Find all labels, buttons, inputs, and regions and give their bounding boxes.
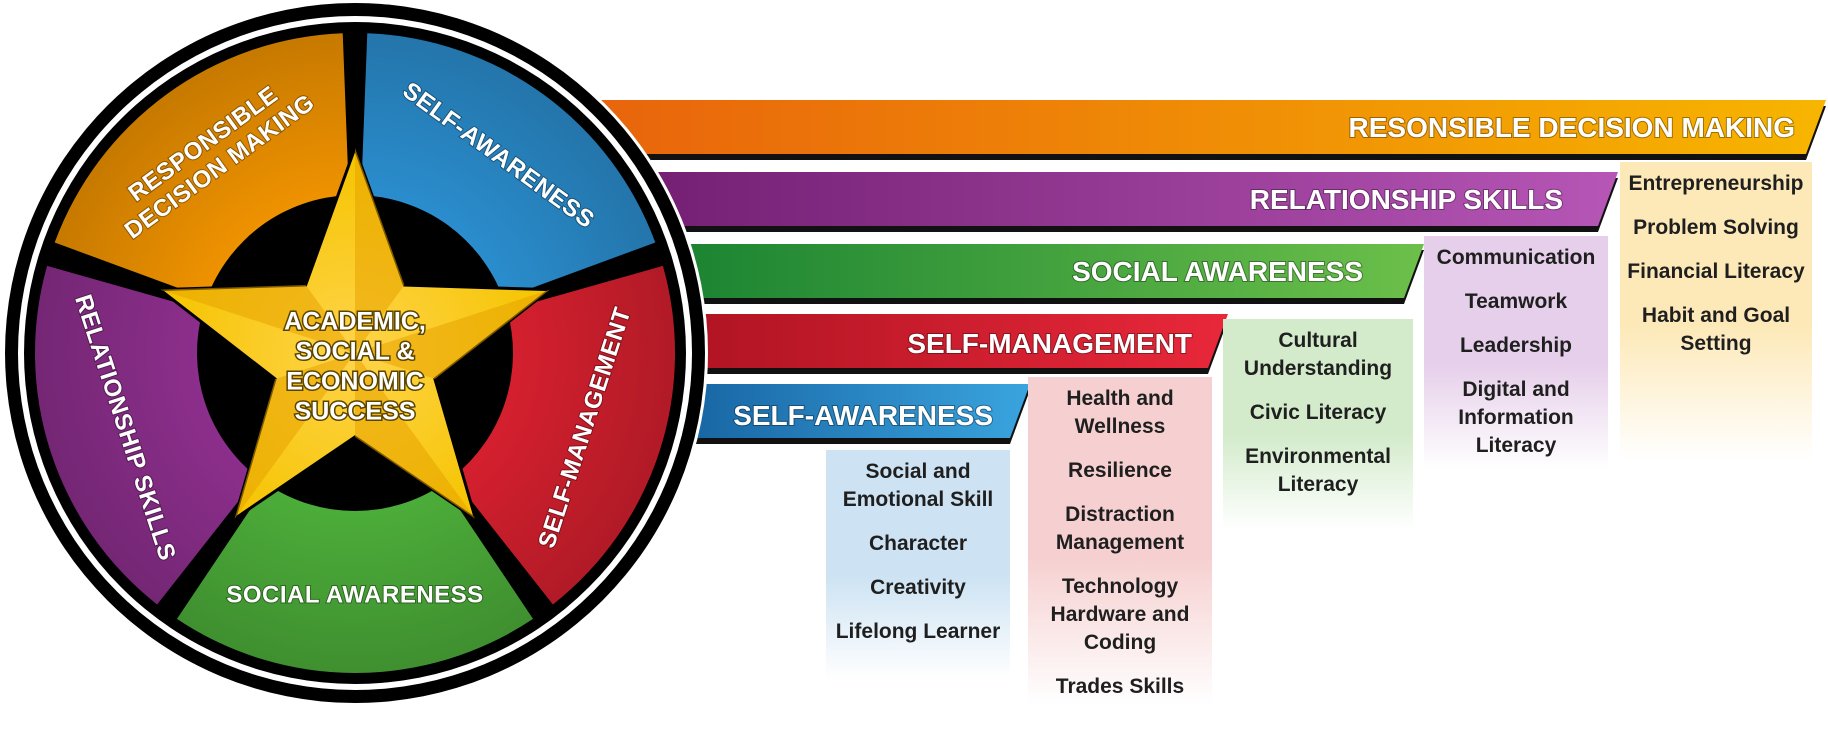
skill-item: Health and Wellness [1066, 387, 1174, 438]
segment-shape [54, 33, 349, 299]
star-facet [355, 289, 550, 379]
band-relationship-skills: RELATIONSHIP SKILLS [560, 172, 1618, 232]
skill-item: Social and Emotional Skill [842, 460, 994, 511]
wheel-segment-social-awareness: SOCIAL AWARENESS [176, 484, 534, 674]
band-self-management: SELF-MANAGEMENT [560, 314, 1228, 374]
center-label-line: ECONOMIC [286, 368, 424, 396]
center-label-line: ACADEMIC, [284, 308, 426, 336]
wheel-segment-self-management: SELF-MANAGEMENT [452, 265, 675, 605]
segment-shape [452, 265, 675, 605]
skill-item: Habit and Goal Setting [1641, 304, 1791, 355]
band-bar [560, 314, 1228, 368]
skill-item: Technology Hardware and Coding [1050, 575, 1190, 654]
band-social-awareness: SOCIAL AWARENESS [560, 244, 1424, 304]
segment-shape [35, 265, 258, 605]
band-label: SOCIAL AWARENESS [1072, 256, 1363, 287]
skill-item: Trades Skills [1055, 675, 1185, 698]
skill-item: Lifelong Learner [835, 620, 1001, 643]
skill-item: Financial Literacy [1627, 260, 1805, 283]
star-facet [355, 353, 476, 519]
skill-item: Character [868, 532, 968, 555]
skill-item: Entrepreneurship [1628, 172, 1804, 195]
wheel-segment-relationship-skills: RELATIONSHIP SKILLS [35, 265, 258, 605]
skill-item: Resilience [1068, 459, 1172, 482]
band-label: SELF-MANAGEMENT [907, 328, 1192, 359]
star-facet [160, 285, 355, 353]
skill-item: Problem Solving [1633, 216, 1799, 239]
skill-item: Communication [1436, 246, 1596, 269]
skill-item: Distraction Management [1055, 503, 1185, 554]
band-bar [560, 100, 1826, 154]
center-label-line: SOCIAL & [296, 338, 415, 366]
band-label: SELF-AWARENESS [733, 400, 993, 431]
skill-item: Leadership [1459, 334, 1573, 357]
segment-label: SOCIAL AWARENESS [226, 581, 483, 608]
band-label: RELATIONSHIP SKILLS [1250, 184, 1563, 215]
band-bar [560, 172, 1618, 226]
band-label: RESONSIBLE DECISION MAKING [1349, 112, 1795, 143]
skill-item: Teamwork [1464, 290, 1568, 313]
center-label-line: SUCCESS [295, 398, 416, 426]
skill-item: Environmental Literacy [1245, 445, 1391, 496]
segment-shape [361, 33, 656, 299]
star-facet [234, 353, 355, 519]
band-responsible-decision-making: RESONSIBLE DECISION MAKING [560, 100, 1826, 160]
star-facet [355, 148, 405, 353]
skill-item: Civic Literacy [1249, 401, 1387, 424]
skill-item: Cultural Understanding [1243, 329, 1393, 380]
band-bar [560, 244, 1424, 298]
skill-item: Creativity [870, 576, 966, 599]
skill-item: Digital and Information Literacy [1458, 378, 1574, 457]
segment-shape [176, 484, 534, 674]
